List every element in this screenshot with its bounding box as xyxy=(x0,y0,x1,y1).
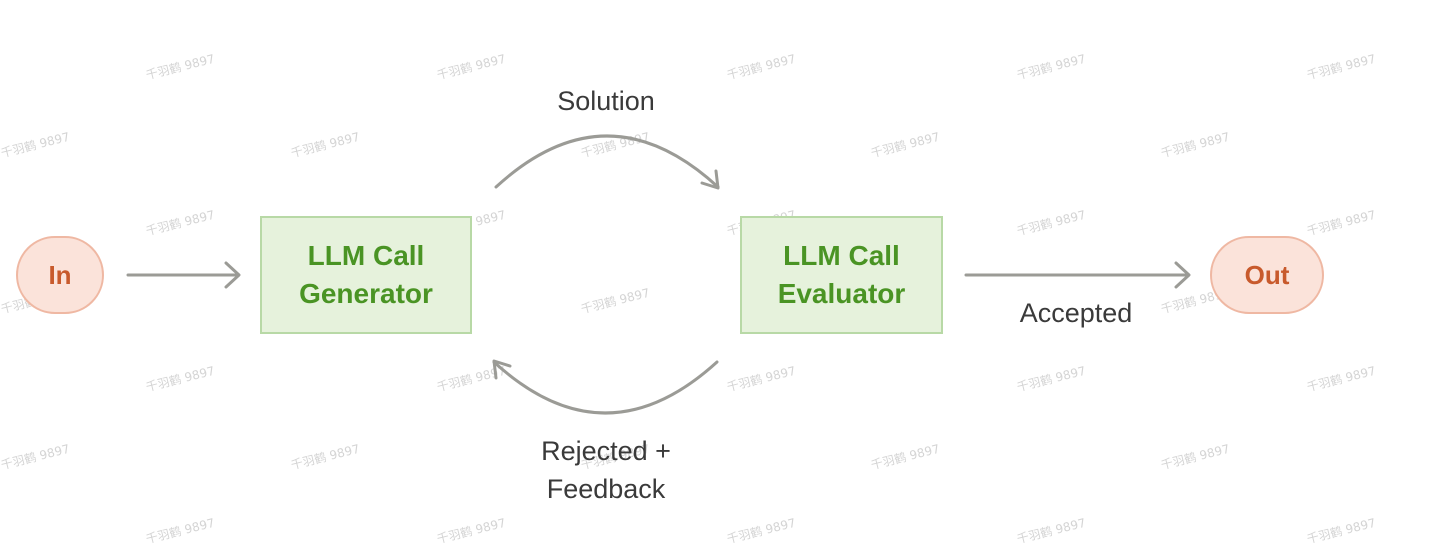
generator-node-label-line2: Generator xyxy=(299,278,433,309)
rejected-edge-label-line2: Feedback xyxy=(546,474,666,504)
evaluator-to-output-arrowhead xyxy=(1174,261,1191,289)
evaluator-node: LLM Call Evaluator xyxy=(740,216,943,334)
accepted-edge-label: Accepted xyxy=(1019,298,1133,328)
evaluator-node-label-line1: LLM Call xyxy=(783,240,900,271)
input-to-generator-arrowhead xyxy=(224,261,241,289)
feedback-arc-arrow xyxy=(492,360,719,415)
output-node-label: Out xyxy=(1244,259,1290,290)
rejected-edge-label: Rejected + Feedback xyxy=(506,432,706,508)
feedback-arc-arrowhead xyxy=(492,359,512,380)
output-node: Out xyxy=(1210,236,1324,314)
generator-node: LLM Call Generator xyxy=(260,216,472,334)
generator-node-label-line1: LLM Call xyxy=(307,240,425,271)
input-node-label: In xyxy=(48,259,72,290)
solution-arc-arrow xyxy=(494,134,720,189)
input-node: In xyxy=(16,236,104,314)
solution-arc-arrowhead xyxy=(700,169,720,190)
rejected-edge-label-line1: Rejected + xyxy=(541,436,671,466)
evaluator-node-label-line2: Evaluator xyxy=(777,278,906,309)
solution-edge-label: Solution xyxy=(557,86,655,116)
